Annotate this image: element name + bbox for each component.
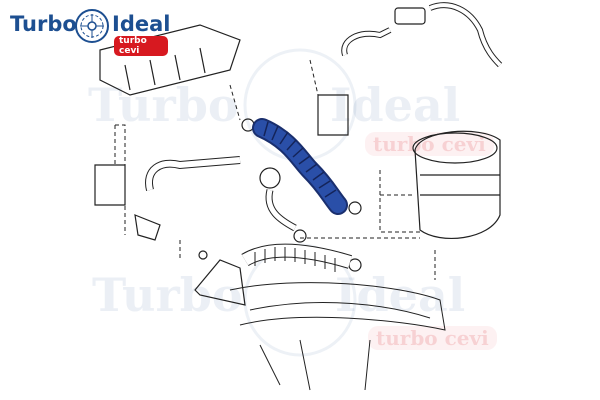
body-panel xyxy=(229,282,446,331)
hose-clamp xyxy=(348,201,362,215)
highlighted-intake-hose xyxy=(252,118,348,215)
watermark-word2: Ideal xyxy=(335,268,466,322)
hose-clamp xyxy=(293,229,307,243)
reservoir-tank xyxy=(94,164,126,206)
bracket-clip xyxy=(134,214,161,241)
reservoir-tank xyxy=(317,94,349,136)
logo-word2: Ideal xyxy=(112,12,171,36)
logo-word1: Turbo xyxy=(10,12,77,36)
logo-badge: turbo cevi xyxy=(114,36,168,56)
watermark-word2: Ideal xyxy=(330,78,461,132)
air-filter-housing xyxy=(414,130,501,240)
watermark-badge: turbo cevi xyxy=(368,326,497,350)
watermark-word1: Turbo xyxy=(92,268,243,322)
breather-valve xyxy=(259,167,281,189)
turbo-wheel-icon xyxy=(75,9,109,43)
brand-logo: Turbo Ideal turbo cevi xyxy=(8,4,171,56)
intake-manifold xyxy=(99,24,241,96)
hose-clamp xyxy=(348,258,362,272)
mounting-bracket xyxy=(194,259,246,306)
